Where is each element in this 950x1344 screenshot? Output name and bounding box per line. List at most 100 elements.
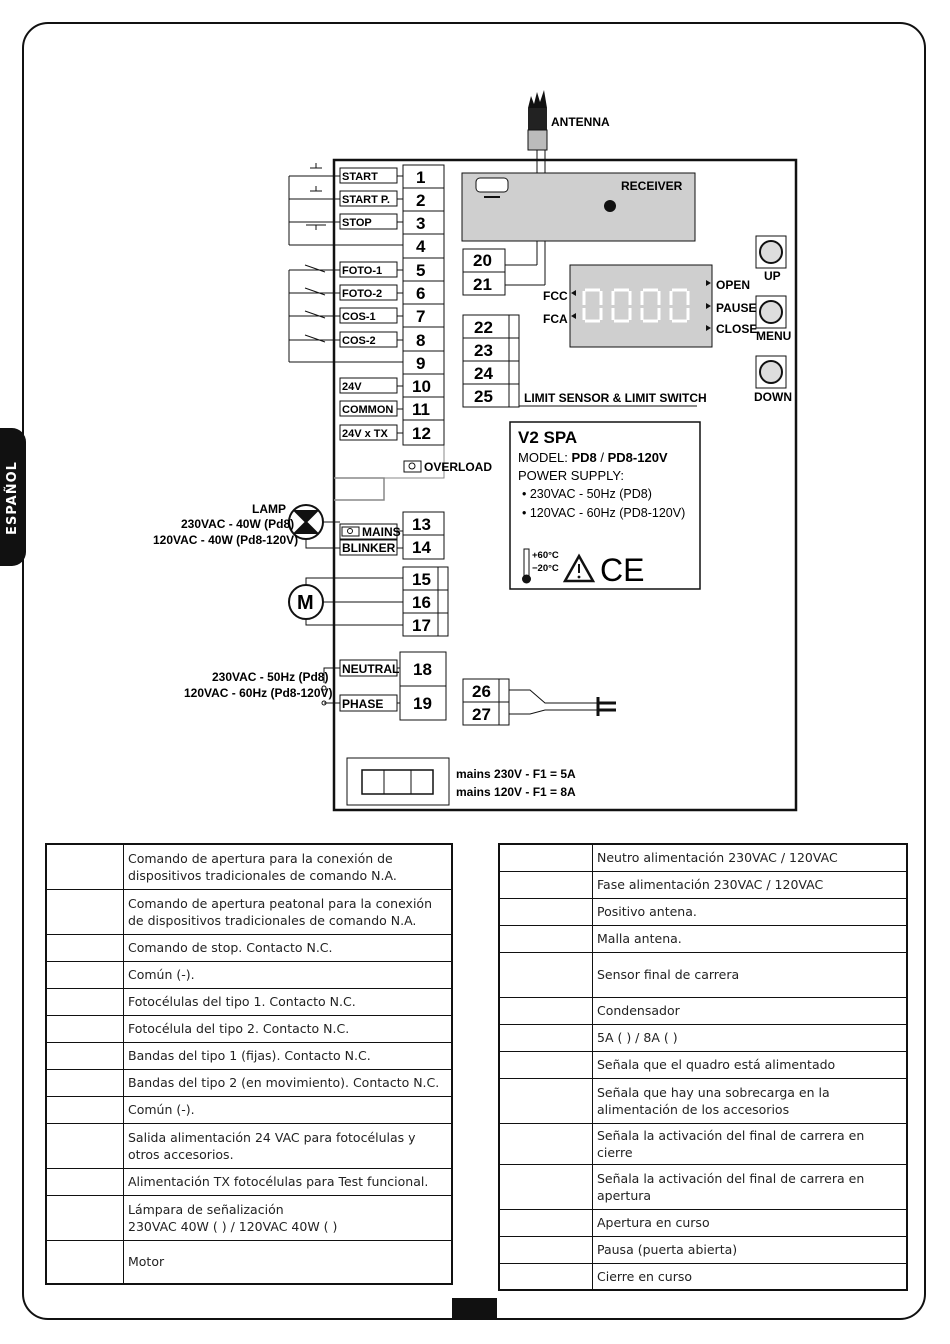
temp-min: −20°C — [532, 563, 559, 574]
terminal-27: 27 — [472, 705, 491, 724]
legend-cell: Fase alimentación 230VAC / 120VAC — [592, 870, 908, 899]
legend-cell: Fotocélulas del tipo 1. Contacto N.C. — [123, 987, 453, 1016]
terminal-block-left — [402, 164, 445, 446]
power-spec-120: 120VAC - 60Hz (Pd8-120V) — [184, 686, 333, 700]
up-button[interactable] — [755, 235, 787, 269]
terminal-14: 14 — [412, 538, 431, 557]
terminal-17: 17 — [412, 616, 431, 635]
terminal-22: 22 — [474, 318, 493, 337]
table-row: Positivo antena. — [498, 897, 908, 926]
menu-button[interactable] — [755, 295, 787, 329]
table-row: Cierre en curso — [498, 1262, 908, 1291]
label-neutral: NEUTRAL — [342, 662, 399, 676]
receiver-label: RECEIVER — [621, 179, 683, 193]
legend-cell: Condensador — [592, 996, 908, 1025]
motor-symbol: M — [297, 592, 314, 614]
brand-name: V2 SPA — [518, 428, 577, 447]
legend-cell: Comando de apertura para la conexión de … — [123, 843, 453, 890]
terminal-6: 6 — [416, 284, 425, 303]
table-row: Condensador — [498, 996, 908, 1025]
capacitor-icon — [509, 689, 616, 716]
ce-mark-icon: CE — [600, 552, 644, 588]
open-indicator-label: OPEN — [716, 278, 750, 292]
table-row: Malla antena. — [498, 924, 908, 953]
terminal-10: 10 — [412, 377, 431, 396]
label-mains: MAINS — [362, 525, 401, 539]
legend-table-right: Neutro alimentación 230VAC / 120VAC Fase… — [498, 843, 908, 1291]
terminal-4: 4 — [416, 237, 426, 256]
terminal-7: 7 — [416, 307, 425, 326]
label-stop: STOP — [342, 217, 372, 229]
terminal-25: 25 — [474, 387, 493, 406]
limit-sensor-label: LIMIT SENSOR & LIMIT SWITCH — [524, 391, 707, 405]
terminal-1: 1 — [416, 168, 425, 187]
close-indicator-label: CLOSE — [716, 322, 757, 336]
table-row: Neutro alimentación 230VAC / 120VAC — [498, 843, 908, 872]
label-blinker: BLINKER — [342, 541, 396, 555]
fcc-indicator-label: FCC — [543, 289, 568, 303]
legend-cell: Bandas del tipo 1 (fijas). Contacto N.C. — [123, 1041, 453, 1070]
table-row: Señala la activación del final de carrer… — [498, 1163, 908, 1210]
legend-cell: Alimentación TX fotocélulas para Test fu… — [123, 1167, 453, 1196]
up-button-label: UP — [764, 269, 781, 283]
table-row: Alimentación TX fotocélulas para Test fu… — [45, 1167, 453, 1196]
table-row: Apertura en curso — [498, 1208, 908, 1237]
table-row: Fotocélulas del tipo 1. Contacto N.C. — [45, 987, 453, 1016]
lamp-label: LAMP — [252, 502, 286, 516]
label-24v: 24V — [342, 381, 362, 393]
table-row: Bandas del tipo 1 (fijas). Contacto N.C. — [45, 1041, 453, 1070]
terminal-2: 2 — [416, 191, 425, 210]
down-button[interactable] — [755, 355, 787, 389]
legend-cell: Comando de stop. Contacto N.C. — [123, 933, 453, 962]
label-phase: PHASE — [342, 697, 383, 711]
label-common: COMMON — [342, 404, 393, 416]
antenna-label: ANTENNA — [551, 115, 610, 129]
legend-table-left: Comando de apertura para la conexión de … — [45, 843, 453, 1285]
fuse-spec-120: mains 120V - F1 = 8A — [456, 785, 576, 799]
legend-cell: Apertura en curso — [592, 1208, 908, 1237]
table-row: 5A ( ) / 8A ( ) — [498, 1023, 908, 1052]
terminal-8: 8 — [416, 331, 425, 350]
table-row: Común (-). — [45, 960, 453, 989]
table-row: Comando de apertura peatonal para la con… — [45, 888, 453, 935]
board-outline — [332, 158, 798, 812]
label-cos-1: COS-1 — [342, 311, 376, 323]
page-number-block — [452, 1298, 497, 1320]
table-row: Sensor final de carrera — [498, 951, 908, 998]
legend-cell: Neutro alimentación 230VAC / 120VAC — [592, 843, 908, 872]
legend-cell: Salida alimentación 24 VAC para fotocélu… — [123, 1122, 453, 1169]
terminal-16: 16 — [412, 593, 431, 612]
terminal-18: 18 — [413, 660, 432, 679]
terminal-12: 12 — [412, 424, 431, 443]
motor-icon — [288, 577, 403, 626]
table-row: Comando de stop. Contacto N.C. — [45, 933, 453, 962]
legend-cell: Señala que hay una sobrecarga en la alim… — [592, 1077, 908, 1124]
fuse-icon — [361, 769, 434, 795]
legend-cell: Señala la activación del final de carrer… — [592, 1163, 908, 1210]
terminal-block-motor — [402, 566, 445, 637]
table-row: Salida alimentación 24 VAC para fotocélu… — [45, 1122, 453, 1169]
legend-cell: Bandas del tipo 2 (en movimiento). Conta… — [123, 1068, 453, 1097]
terminal-3: 3 — [416, 214, 425, 233]
legend-cell: Común (-). — [123, 1095, 453, 1124]
receiver-led-icon — [604, 200, 616, 212]
legend-cell: Sensor final de carrera — [592, 951, 908, 998]
lamp-legend-line1: Lámpara de señalización — [128, 1201, 284, 1217]
thermometer-icon — [522, 548, 531, 584]
power-supply-120: • 120VAC - 60Hz (PD8-120V) — [522, 506, 685, 520]
legend-cell: Señala que el quadro está alimentado — [592, 1050, 908, 1079]
power-spec-230: 230VAC - 50Hz (Pd8) — [212, 670, 328, 684]
label-cos-2: COS-2 — [342, 335, 376, 347]
label-24v-tx: 24V x TX — [342, 428, 389, 440]
terminal-19: 19 — [413, 694, 432, 713]
terminal-13: 13 — [412, 515, 431, 534]
command-switches — [288, 163, 403, 246]
overload-label: OVERLOAD — [424, 460, 492, 474]
table-row: Motor — [45, 1239, 453, 1285]
table-row: Señala que el quadro está alimentado — [498, 1050, 908, 1079]
legend-cell: Motor — [123, 1239, 453, 1285]
terminal-20: 20 — [473, 251, 492, 270]
model-pd8: PD8 — [571, 450, 596, 465]
terminal-26: 26 — [472, 682, 491, 701]
temp-max: +60°C — [532, 550, 559, 561]
